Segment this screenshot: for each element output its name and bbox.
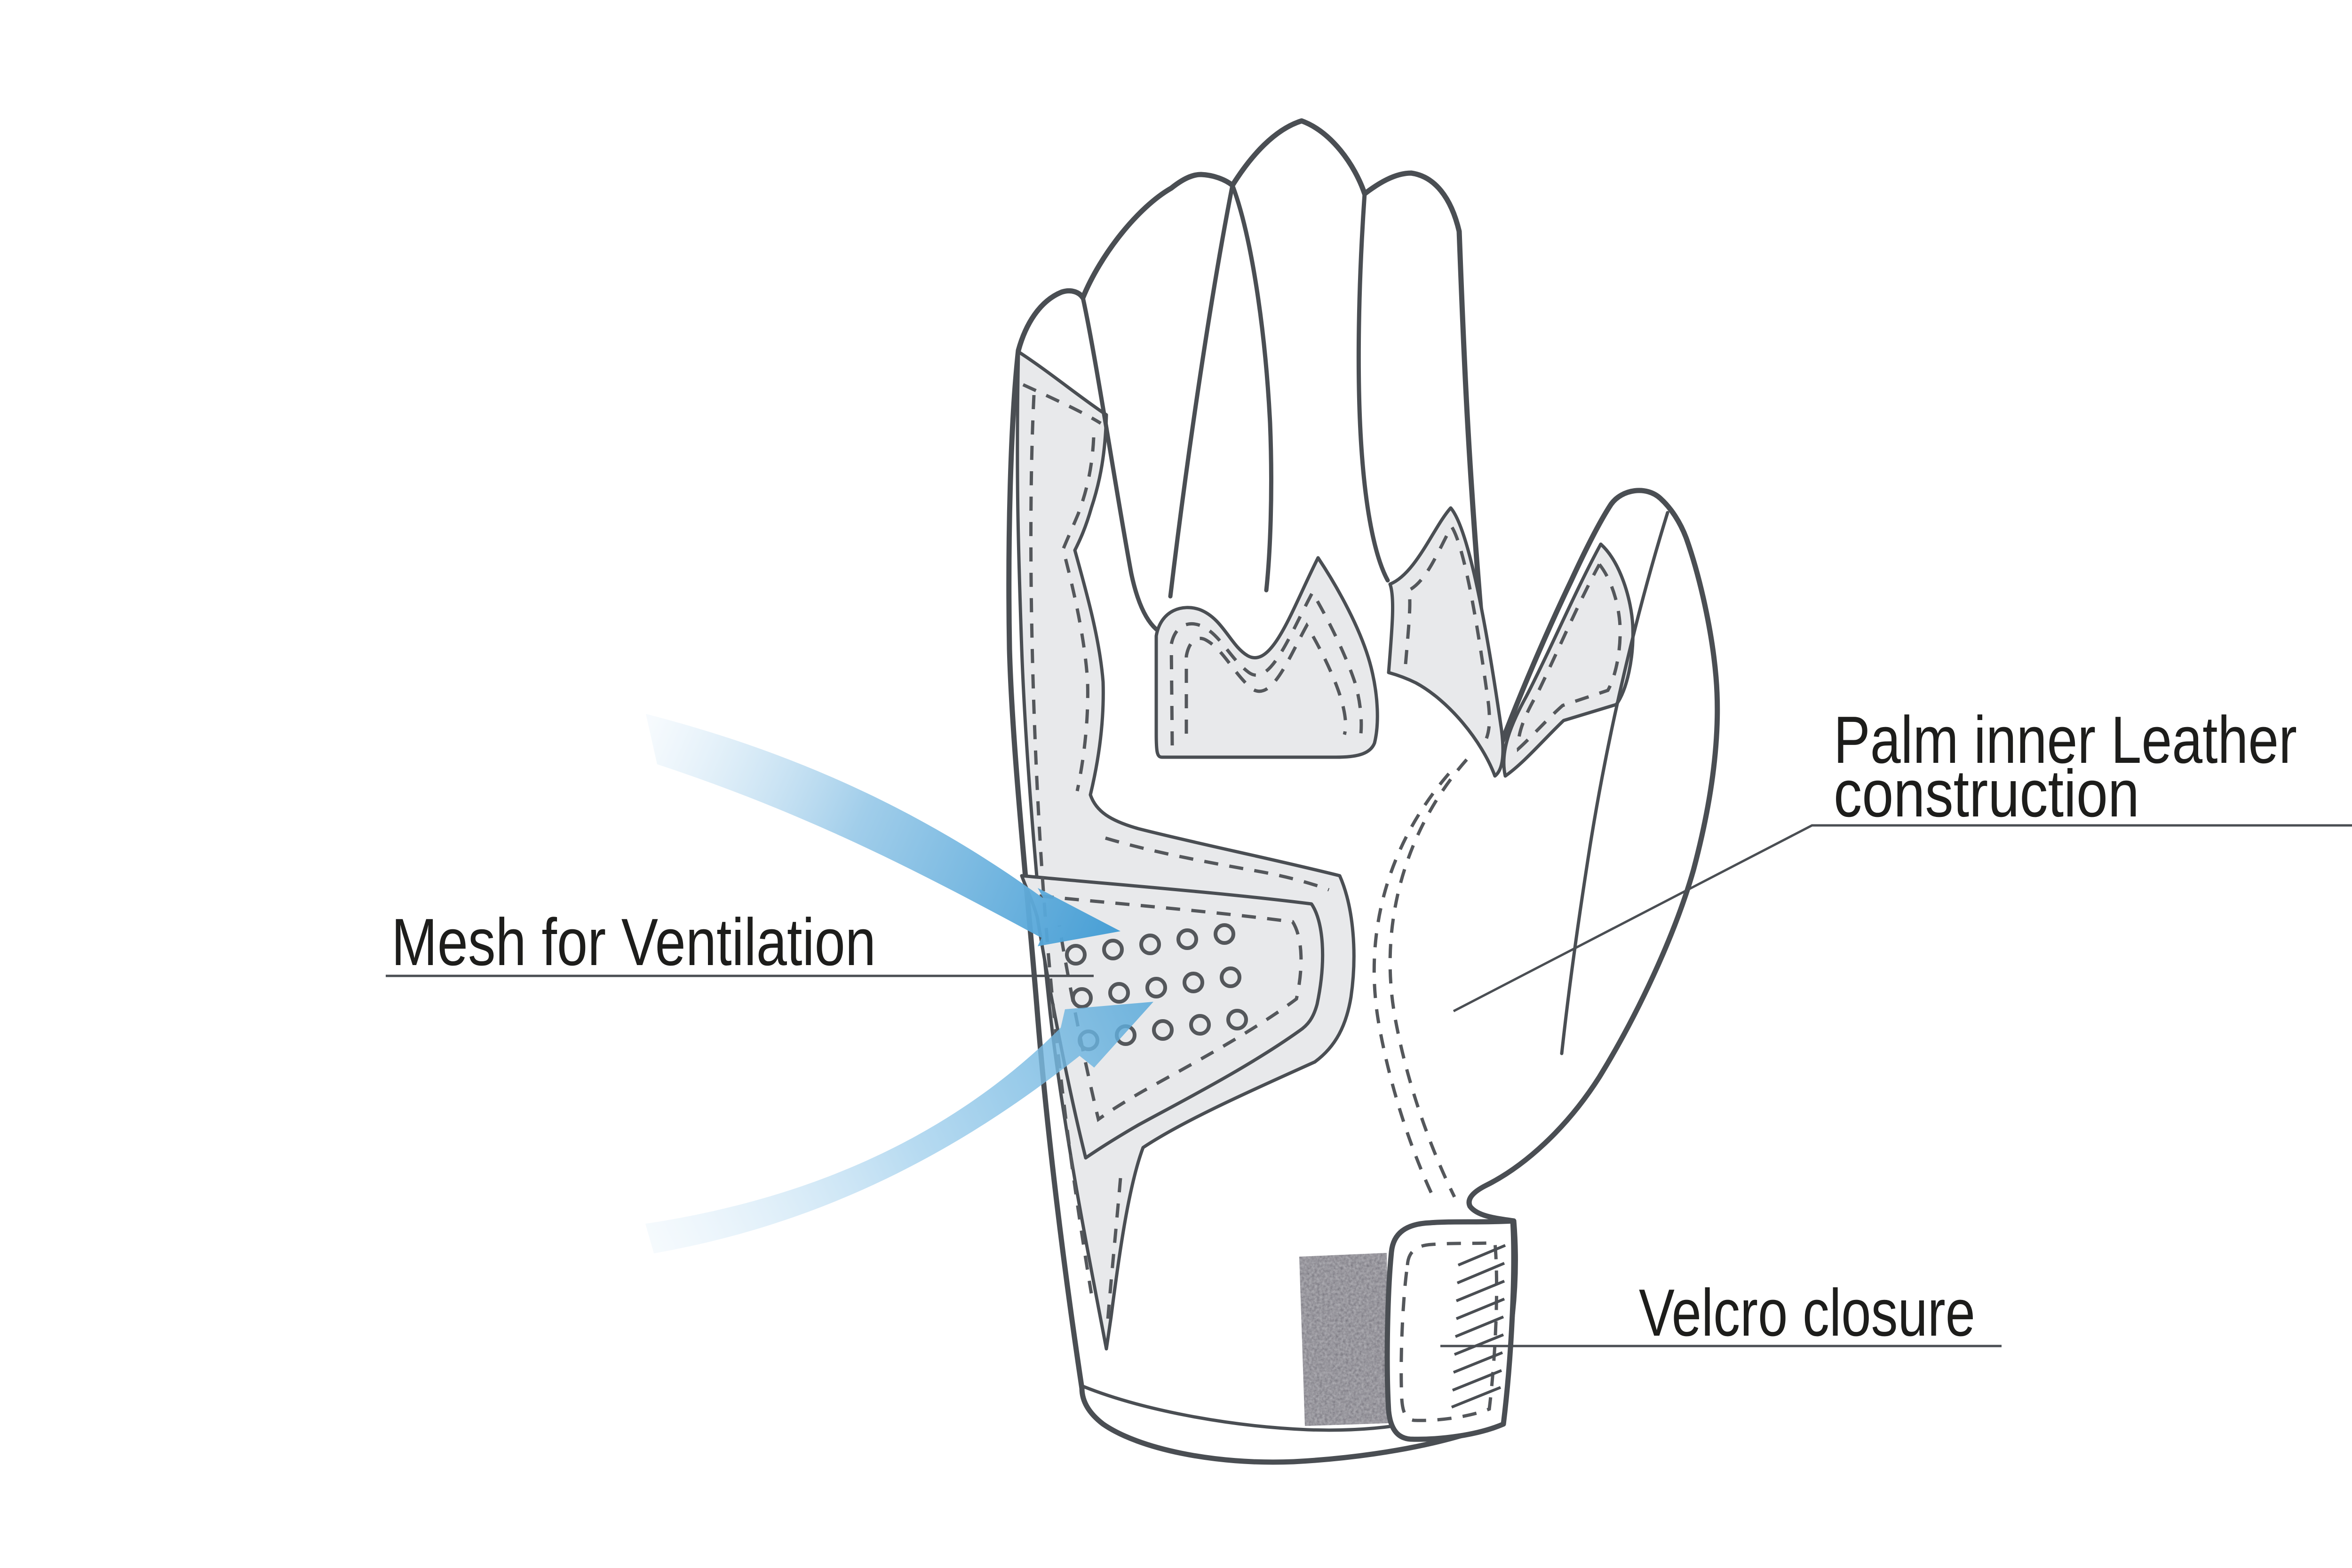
velcro-label: Velcro closure (1639, 1275, 1975, 1350)
palm-label-line1: Palm inner Leather (1834, 703, 2297, 777)
velcro-flap-hatching (1451, 1244, 1506, 1409)
pinky-ring-seam (1081, 295, 1159, 632)
velcro-strap (1299, 1253, 1390, 1426)
ventilation-hole (1183, 972, 1204, 993)
thumb-seam (1560, 511, 1669, 1055)
palm-label-line2: construction (1834, 756, 2139, 831)
velcro-flap-stitch (1399, 1241, 1499, 1422)
stitching (1022, 383, 1622, 1326)
ventilation-hole (1214, 923, 1235, 945)
thumb-pad (1502, 542, 1635, 778)
ventilation-hole (1176, 928, 1198, 950)
airflow-arrows (645, 714, 1153, 1253)
velcro-flap (1384, 1218, 1517, 1442)
ventilation-hole (1152, 1019, 1174, 1041)
ring-middle-seam (1168, 183, 1235, 599)
ventilation-hole (1139, 934, 1161, 955)
palm-leader-line (1453, 824, 2352, 1013)
mesh-ventilation-holes (1065, 923, 1248, 1051)
velcro-closure (1299, 1218, 1517, 1442)
mesh-panel (1020, 874, 1325, 1160)
middle-index-seam (1356, 191, 1390, 583)
leader-lines (386, 824, 2352, 1347)
airflow-arrow-top-icon (646, 714, 1120, 946)
ventilation-hole (1189, 1014, 1211, 1036)
ventilation-hole (1220, 966, 1241, 988)
ventilation-hole (1145, 977, 1167, 998)
thumb-web-pad (1387, 506, 1505, 778)
glove-panels (1016, 350, 1635, 1351)
ventilation-hole (1065, 944, 1087, 966)
ventilation-hole (1226, 1009, 1248, 1030)
ventilation-hole (1102, 939, 1124, 960)
ring-inner-seam (1230, 183, 1273, 593)
ventilation-hole (1108, 982, 1130, 1004)
airflow-arrow-bottom-icon (645, 1002, 1153, 1253)
mesh-label: Mesh for Ventilation (391, 905, 876, 980)
ventilation-hole (1071, 987, 1093, 1009)
